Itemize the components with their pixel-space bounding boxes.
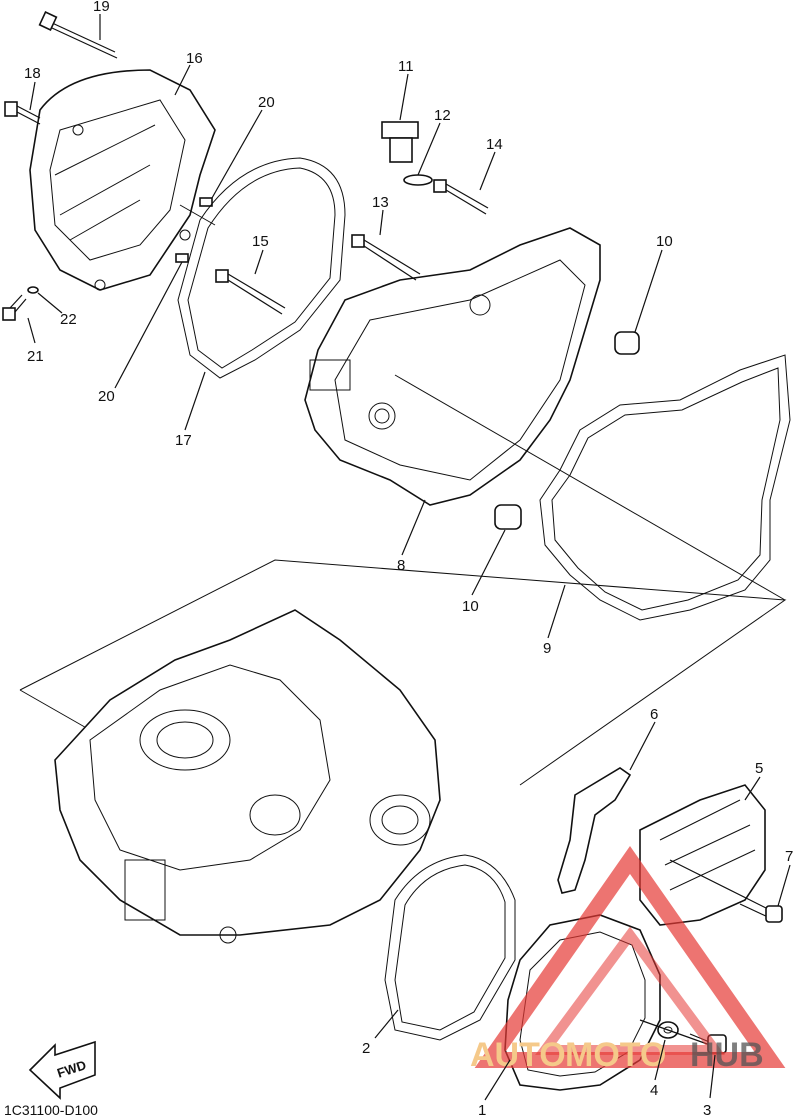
callout-11: 11 (398, 58, 414, 75)
bolt-13-part (351, 234, 421, 281)
gasket-2-part (384, 854, 516, 1041)
cover-5-part (639, 784, 766, 926)
bolt-19-part (38, 11, 118, 59)
callout-1: 1 (478, 1102, 486, 1118)
watermark-triangle-icon (474, 846, 786, 1068)
callout-20-top: 20 (258, 94, 275, 111)
callout-13: 13 (372, 194, 389, 211)
oil-filler-cap-part (381, 121, 433, 186)
watermark-hub: HUB (690, 1036, 764, 1074)
bolt-14-part (433, 179, 489, 215)
plate-6-part (557, 767, 632, 894)
crankcase-part (54, 609, 441, 944)
callout-16: 16 (186, 50, 203, 67)
clutch-cover-part (29, 69, 216, 291)
callout-8: 8 (397, 557, 405, 574)
bolt-21-part (2, 286, 39, 321)
bolt-18-part (4, 101, 41, 125)
callout-15: 15 (252, 233, 269, 250)
callout-9: 9 (543, 640, 551, 657)
callout-3: 3 (703, 1102, 711, 1118)
callout-18: 18 (24, 65, 41, 82)
gasket-9-part (539, 354, 791, 621)
callout-5: 5 (755, 760, 763, 777)
callout-12: 12 (434, 107, 451, 124)
callout-21: 21 (27, 348, 44, 365)
callout-7: 7 (785, 848, 793, 865)
bolt-7-part (669, 859, 783, 923)
callout-10-top: 10 (656, 233, 673, 250)
bolt-15-part (215, 269, 286, 315)
gasket-17-part (177, 157, 346, 379)
watermark-logo: AUTO MOTO HUB (470, 846, 786, 1074)
callout-10-bottom: 10 (462, 598, 479, 615)
collar-10-part (494, 331, 640, 530)
callout-17: 17 (175, 432, 192, 449)
assembly-plane-outline (19, 204, 787, 786)
watermark-auto: AUTO (470, 1036, 566, 1074)
fwd-arrow-icon: FWD (28, 1040, 96, 1100)
leader-lines (27, 14, 791, 1101)
callout-4: 4 (650, 1082, 658, 1099)
callout-14: 14 (486, 136, 503, 153)
callout-6: 6 (650, 706, 658, 723)
callout-22: 22 (60, 311, 77, 328)
callout-19: 19 (93, 0, 110, 15)
watermark-moto: MOTO (565, 1036, 666, 1074)
callout-20-bottom: 20 (98, 388, 115, 405)
diagram-code: 1C31100-D100 (4, 1102, 98, 1118)
crankcase-cover-part (304, 227, 601, 506)
callout-2: 2 (362, 1040, 370, 1057)
